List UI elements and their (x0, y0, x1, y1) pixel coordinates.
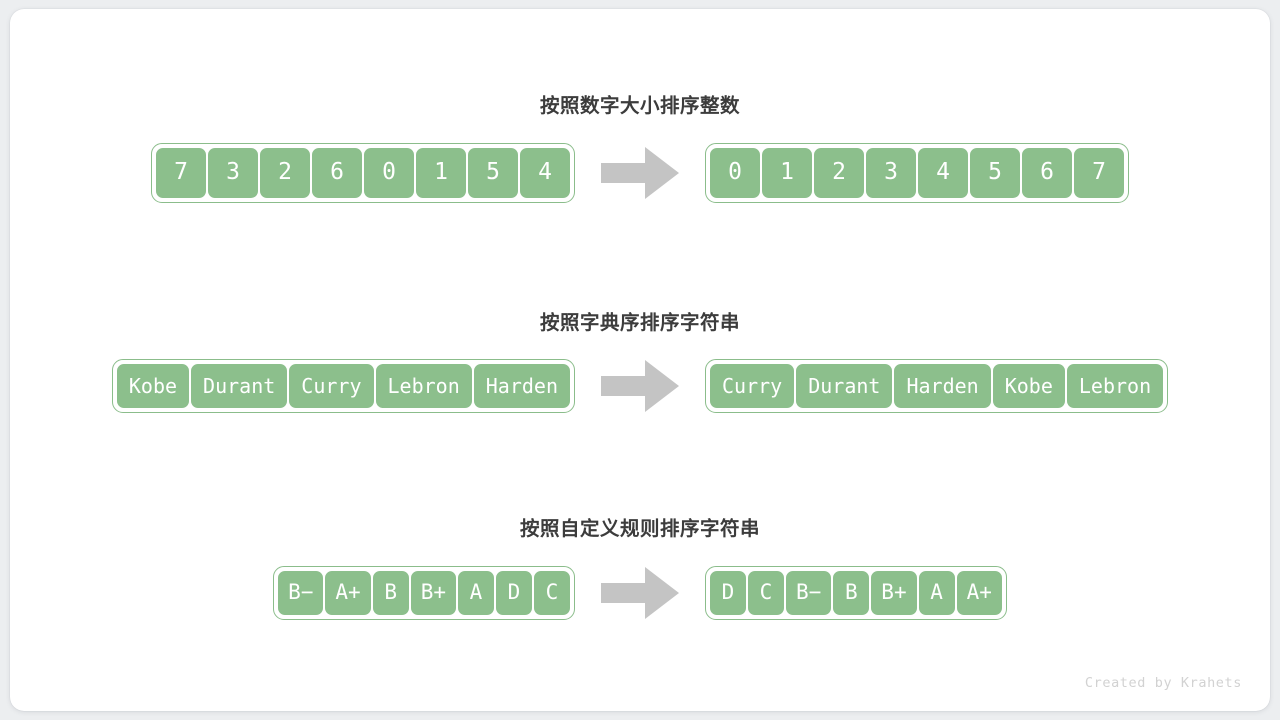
array-cell: 2 (813, 146, 865, 199)
section-title: 按照字典序排序字符串 (539, 311, 740, 334)
array-cell: 5 (969, 146, 1021, 199)
arrow-right-icon (601, 566, 679, 619)
transform-arrow (575, 566, 705, 619)
array-cell: C (747, 569, 785, 616)
array-cell: 1 (761, 146, 813, 199)
array-cell: 3 (865, 146, 917, 199)
array-cell: B− (277, 569, 325, 616)
array-cell: Lebron (374, 363, 473, 409)
array-cell: 1 (415, 146, 467, 199)
array-cell: Lebron (1065, 363, 1165, 409)
array-cell: Curry (288, 363, 375, 409)
array-cell: Durant (795, 363, 894, 409)
array-cell: B− (785, 569, 833, 616)
array-cell: Harden (893, 363, 992, 409)
array-cell: B+ (409, 569, 457, 616)
array-cell: 6 (1021, 146, 1073, 199)
array-cell: 5 (467, 146, 519, 199)
array-cell: A (917, 569, 956, 616)
array-cell: D (709, 569, 747, 616)
array-cell: 7 (155, 146, 207, 199)
array-cell: 0 (363, 146, 415, 199)
array-cell: D (495, 569, 533, 616)
array-cell: 4 (917, 146, 969, 199)
array-cell: 4 (519, 146, 571, 199)
transform-arrow (575, 146, 705, 199)
section-title: 按照数字大小排序整数 (539, 95, 740, 117)
credit-label: Created by Krahets (1084, 675, 1242, 691)
array-cell: A (457, 569, 495, 616)
array-cell: C (533, 569, 571, 616)
section-title: 按照自定义规则排序字符串 (519, 518, 760, 540)
array-cell: 2 (259, 146, 311, 199)
array-cell: Harden (472, 363, 571, 409)
array-cell: 6 (311, 146, 363, 199)
array-cell: 3 (207, 146, 259, 199)
array-cell: B+ (870, 569, 918, 616)
transform-arrow (575, 360, 705, 412)
array-cell: B (832, 569, 871, 616)
array-cell: B (371, 569, 410, 616)
arrow-right-icon (601, 146, 679, 199)
array-cell: Kobe (991, 363, 1066, 409)
array-cell: Durant (190, 363, 289, 409)
array-cell: Kobe (115, 363, 191, 409)
array-cell: A+ (955, 569, 1003, 616)
array-cell: A+ (324, 569, 372, 616)
array-cell: 0 (709, 146, 761, 199)
array-cell: Curry (709, 363, 796, 409)
array-cell: 7 (1073, 146, 1125, 199)
arrow-right-icon (601, 360, 679, 412)
